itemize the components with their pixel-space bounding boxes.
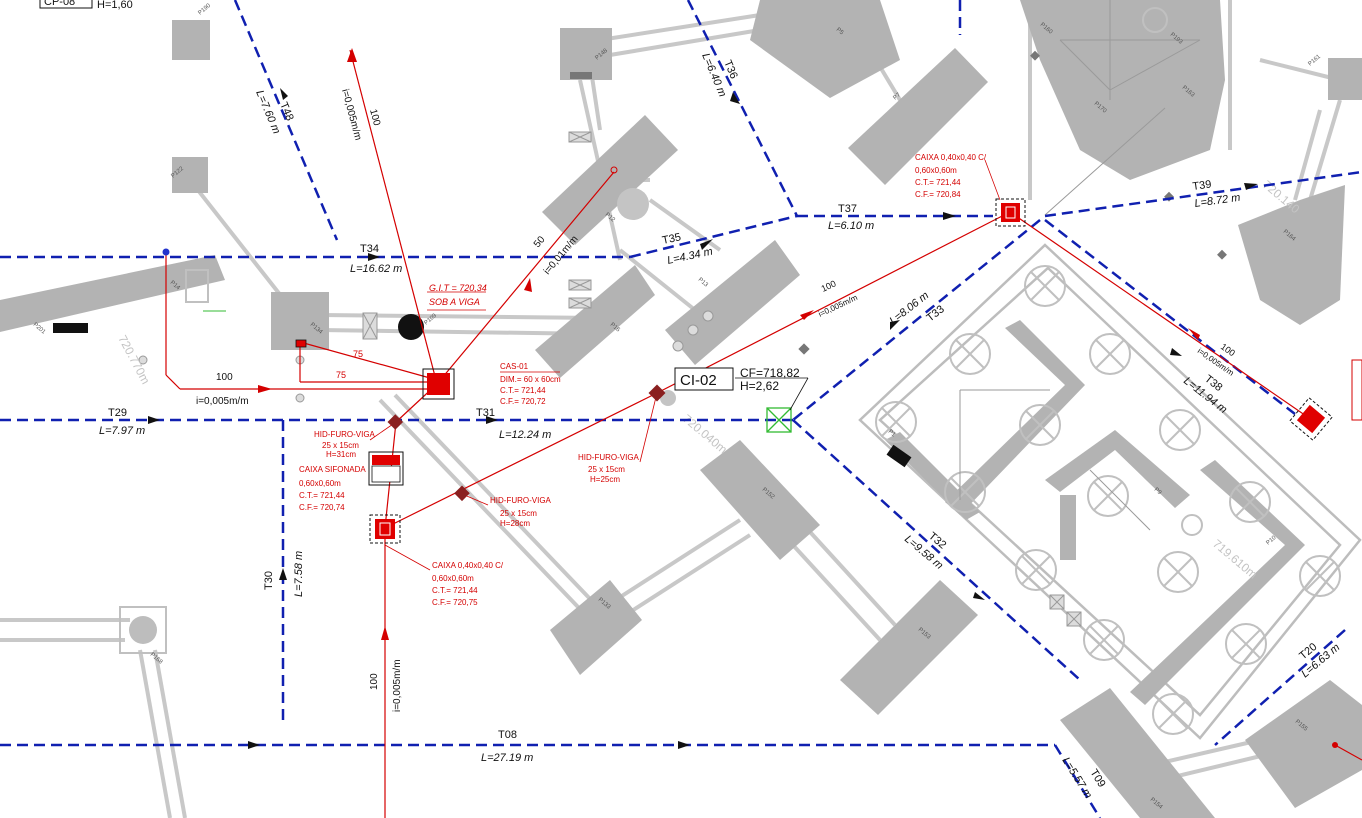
segment-id: T36 <box>721 58 739 80</box>
hid-c-line1: HID-FURO-VIGA <box>490 496 552 505</box>
git-line2: SOB A VIGA <box>429 297 480 307</box>
hid-c-line2: 25 x 15cm <box>500 509 537 518</box>
pipe-diameter: 100 <box>369 673 380 690</box>
caixa-top-line4: C.F.= 720,84 <box>915 190 961 199</box>
segment-id: T34 <box>360 243 379 255</box>
caixa-sifonada-line1: CAIXA SIFONADA <box>299 465 366 474</box>
pipe-slope: i=0,005m/m <box>392 659 403 712</box>
pipe-diameter: 75 <box>353 349 363 359</box>
caixa-bottom-line1: CAIXA 0,40x0,40 C/ <box>432 561 504 570</box>
cas01-line4: C.F.= 720,72 <box>500 397 546 406</box>
pillar-label: P13 <box>697 277 710 289</box>
cp08-height: H=1,60 <box>97 0 133 11</box>
ci02-label: CI-02 <box>680 372 717 389</box>
caixa-sifonada-line3: C.T.= 721,44 <box>299 491 345 500</box>
red-arrows <box>258 48 1200 640</box>
fittings <box>162 166 1362 748</box>
pillar-label: P9 <box>1153 487 1163 497</box>
segment-id: T08 <box>498 729 517 741</box>
segment-id: T35 <box>661 231 682 247</box>
segment-id: T48 <box>277 100 295 122</box>
cas01-line2: DIM.= 60 x 60cm <box>500 375 561 384</box>
pillar-label: P190 <box>197 3 212 17</box>
box-annotations: G.I.T = 720,34 SOB A VIGA CAS-01 DIM.= 6… <box>299 153 987 607</box>
segment-length: L=7.60 m <box>253 88 282 135</box>
git-line1: G.I.T = 720,34 <box>429 283 487 293</box>
segment-length: L=7.97 m <box>99 425 145 437</box>
top-left-marker: CP-08 H=1,60 <box>39 0 133 11</box>
ci02-callout: CI-02 CF=718,82 H=2,62 <box>674 366 809 411</box>
segment-length: L=5.57 m <box>1059 755 1094 801</box>
cas01-line3: C.T.= 721,44 <box>500 386 546 395</box>
pillar-label: P5 <box>835 27 845 37</box>
caixa-bottom-line4: C.F.= 720,75 <box>432 598 478 607</box>
hid-b-line3: H=25cm <box>590 475 620 484</box>
segment-length: L=7.58 m <box>293 551 305 597</box>
segment-id: T37 <box>838 203 857 215</box>
segment-id: T39 <box>1192 178 1212 193</box>
pipe-diameter: 100 <box>216 372 233 383</box>
pipe-diameter: 100 <box>367 108 382 127</box>
hid-b-line2: 25 x 15cm <box>588 465 625 474</box>
segment-length: L=6.40 m <box>699 51 728 98</box>
pillar-label: P201 <box>32 322 47 336</box>
segment-id: T32 <box>926 530 948 551</box>
hid-a-line3: H=31cm <box>326 450 356 459</box>
pipe-diameter: 50 <box>532 234 548 250</box>
elevation-label: 720.040m <box>680 412 730 457</box>
segment-id: T33 <box>924 303 946 324</box>
hid-a-line1: HID-FURO-VIGA <box>314 430 376 439</box>
segment-length: L=8.06 m <box>887 289 931 327</box>
cp08-label: CP-08 <box>44 0 75 8</box>
pipe-slope: i=0,005m/m <box>339 88 363 142</box>
caixa-top-line3: C.T.= 721,44 <box>915 178 961 187</box>
hid-a-line2: 25 x 15cm <box>322 441 359 450</box>
caixa-sifonada-line2: 0,60x0,60m <box>299 479 341 488</box>
ci02-h: H=2,62 <box>740 379 779 393</box>
segment-length: L=4.34 m <box>666 246 714 267</box>
pipe-diameter: 100 <box>820 278 838 293</box>
pillar-label: P16 <box>609 322 622 334</box>
hid-c-line3: H=28cm <box>500 519 530 528</box>
pipe-diameter: 75 <box>336 370 346 380</box>
segment-length: L=6.10 m <box>828 220 874 232</box>
caixa-bottom-line2: 0,60x0,60m <box>432 574 474 583</box>
pillar-label: P161 <box>1307 54 1322 68</box>
pillar-label: P12 <box>604 212 617 224</box>
hid-b-line1: HID-FURO-VIGA <box>578 453 640 462</box>
segment-id: T31 <box>476 407 495 419</box>
leader-lines <box>369 159 1001 571</box>
pipe-slope: i=0,01m/m <box>542 234 581 277</box>
pipe-slope: i=0,005m/m <box>196 396 249 407</box>
pillar-label: P10 <box>1265 535 1278 547</box>
caixa-top-line1: CAIXA 0,40x0,40 C/ <box>915 153 987 162</box>
segment-length: L=27.19 m <box>481 752 533 764</box>
segment-id: T30 <box>263 571 275 590</box>
pillar-label: P7 <box>892 92 902 102</box>
segment-id: T29 <box>108 407 127 419</box>
pillar-label: P1 <box>887 429 897 439</box>
caixa-top-line2: 0,60x0,60m <box>915 166 957 175</box>
ci02-cf: CF=718,82 <box>740 366 800 380</box>
caixa-sifonada-line4: C.F.= 720,74 <box>299 503 345 512</box>
caixa-bottom-line3: C.T.= 721,44 <box>432 586 478 595</box>
pipe-slope: i=0,005m/m <box>817 293 859 319</box>
segment-length: L=16.62 m <box>350 263 402 275</box>
segment-length: L=12.24 m <box>499 429 551 441</box>
cas01-line1: CAS-01 <box>500 362 529 371</box>
elevation-label: 719.610m <box>1210 537 1260 582</box>
flow-arrows <box>148 88 1258 749</box>
pillar-label: P14 <box>169 280 182 292</box>
